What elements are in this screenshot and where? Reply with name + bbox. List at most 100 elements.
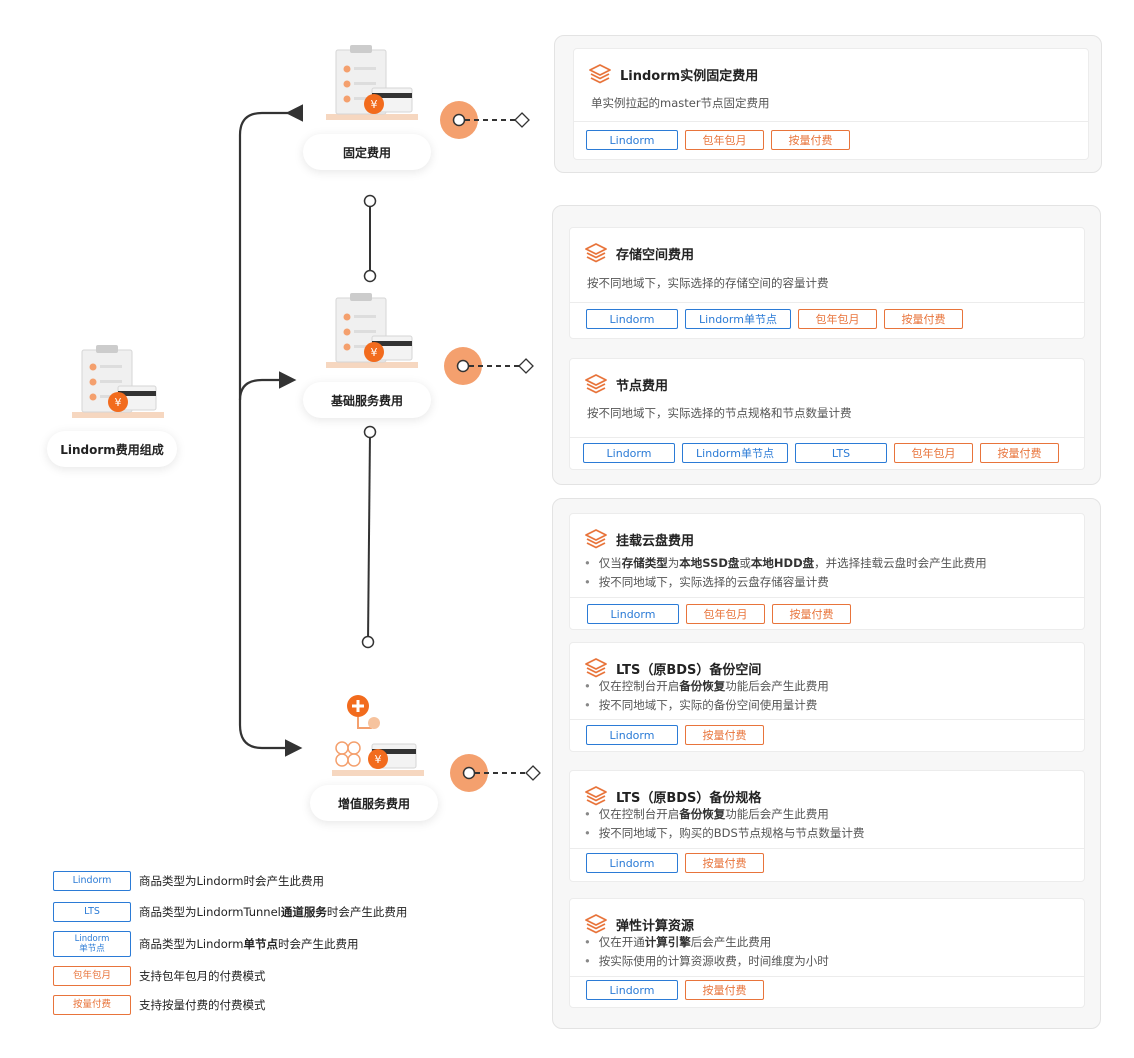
layers-icon <box>584 242 608 264</box>
bullet-item: •仅在开通计算引擎后会产生此费用 <box>584 933 829 952</box>
category-node-basic: 基础服务费用 <box>303 382 431 418</box>
legend-text-part: 支持包年包月的付费模式 <box>139 969 266 983</box>
tag-orange: 按量付费 <box>772 604 851 624</box>
card-title: 存储空间费用 <box>616 247 695 263</box>
billing-illustration-root: ¥ <box>68 342 168 426</box>
bullet-text: 按不同地域下，实际的备份空间使用量计费 <box>598 698 818 712</box>
tag-blue: Lindorm <box>583 443 675 463</box>
tag-blue: Lindorm <box>586 309 678 329</box>
category-node-value-added: 增值服务费用 <box>310 785 438 821</box>
fee-group-fixed: Lindorm实例固定费用 单实例拉起的master节点固定费用 Lindorm… <box>554 35 1102 173</box>
bullet-text: 后会产生此费用 <box>690 935 772 949</box>
card-divider <box>570 597 1084 598</box>
card-description: 按不同地域下，实际选择的节点规格和节点数量计费 <box>587 406 852 420</box>
layers-icon <box>588 63 612 85</box>
bullet-text: 按不同地域下，购买的BDS节点规格与节点数量计费 <box>598 826 865 840</box>
card-divider <box>574 121 1088 122</box>
bullet-text: 仅在控制台开启 <box>598 807 680 821</box>
layers-icon <box>584 528 608 550</box>
bullet-item: •仅在控制台开启备份恢复功能后会产生此费用 <box>584 677 829 696</box>
tag-orange: 按量付费 <box>685 980 764 1000</box>
tag-orange: 按量付费 <box>771 130 850 150</box>
card-title: 挂载云盘费用 <box>616 533 695 549</box>
bullet-dot: • <box>584 954 591 968</box>
bullet-dot: • <box>584 575 591 589</box>
svg-text:¥: ¥ <box>371 98 378 111</box>
bullet-item: •仅当存储类型为本地SSD盘或本地HDD盘，并选择挂载云盘时会产生此费用 <box>584 554 987 573</box>
bullet-text: 本地SSD盘 <box>679 556 740 570</box>
bullet-text: 本地HDD盘 <box>750 556 815 570</box>
bullet-dot: • <box>584 556 591 570</box>
svg-text:¥: ¥ <box>115 396 122 409</box>
branch-arrow-basic <box>238 371 297 401</box>
branch-arrow-fixed <box>238 111 303 757</box>
legend-description: 商品类型为Lindorm时会产生此费用 <box>139 873 324 889</box>
bullet-item: •按不同地域下，实际选择的云盘存储容量计费 <box>584 573 987 592</box>
legend-description: 支持按量付费的付费模式 <box>139 997 266 1013</box>
bullet-dot: • <box>584 698 591 712</box>
legend-text-part: 商品类型为Lindorm <box>139 937 244 951</box>
legend-text-part: 商品类型为Lindorm时会产生此费用 <box>139 874 324 888</box>
root-node-label: Lindorm费用组成 <box>60 442 164 457</box>
layers-icon <box>584 785 608 807</box>
category-label: 增值服务费用 <box>337 796 410 811</box>
tag-orange: 按量付费 <box>980 443 1059 463</box>
card-bullets: •仅在控制台开启备份恢复功能后会产生此费用 • 按不同地域下，实际的备份空间使用量计… <box>584 677 829 715</box>
bullet-text: 存储类型 <box>621 556 668 570</box>
legend-item: 包年包月支持包年包月的付费模式 <box>53 966 266 986</box>
legend-text-part: 支持按量付费的付费模式 <box>139 998 266 1012</box>
bullet-dot: • <box>584 826 591 840</box>
svg-text:¥: ¥ <box>375 753 382 766</box>
dashed-connector-value-added <box>450 754 541 792</box>
card-divider <box>570 848 1084 849</box>
bullet-text: 备份恢复 <box>679 679 726 693</box>
bullet-text: 功能后会产生此费用 <box>725 807 829 821</box>
card-description: 单实例拉起的master节点固定费用 <box>591 96 770 110</box>
card-bullets: •仅在控制台开启备份恢复功能后会产生此费用•按不同地域下，购买的BDS节点规格与… <box>584 805 864 843</box>
card-divider <box>570 976 1084 977</box>
bullet-text: 备份恢复 <box>679 807 726 821</box>
legend-tag: 按量付费 <box>53 995 131 1015</box>
card-title: Lindorm实例固定费用 <box>620 68 759 84</box>
legend-text-part: 商品类型为LindormTunnel <box>139 905 281 919</box>
tag-orange: 包年包月 <box>894 443 973 463</box>
legend-description: 商品类型为Lindorm单节点时会产生此费用 <box>139 936 358 952</box>
tag-orange: 包年包月 <box>685 130 764 150</box>
value-added-illustration: ¥ <box>328 692 428 782</box>
fee-card: 弹性计算资源 •仅在开通计算引擎后会产生此费用•按实际使用的计算资源收费，时间维… <box>569 898 1085 1008</box>
root-node: Lindorm费用组成 <box>47 431 177 467</box>
fee-card: LTS（原BDS）备份空间 •仅在控制台开启备份恢复功能后会产生此费用•按不同地… <box>569 642 1085 752</box>
svg-text:¥: ¥ <box>371 346 378 359</box>
tag-blue: Lindorm <box>586 980 678 1000</box>
legend-text-part: 通道服务 <box>280 905 327 919</box>
card-divider <box>570 719 1084 720</box>
tag-orange: 按量付费 <box>884 309 963 329</box>
bullet-text: 仅在开通 <box>598 935 645 949</box>
card-divider <box>570 437 1084 438</box>
tag-list: Lindorm 按量付费 <box>586 725 764 745</box>
card-title: 节点费用 <box>616 378 669 394</box>
vertical-link-2 <box>367 431 371 643</box>
legend-tag: Lindorm <box>53 871 131 891</box>
legend-item: 按量付费支持按量付费的付费模式 <box>53 995 266 1015</box>
fee-card: LTS（原BDS）备份规格 •仅在控制台开启备份恢复功能后会产生此费用•按不同地… <box>569 770 1085 882</box>
card-title: LTS（原BDS）备份规格 <box>616 790 762 806</box>
tag-list: Lindorm 按量付费 <box>586 980 764 1000</box>
bullet-item: • 按不同地域下，实际的备份空间使用量计费 <box>584 696 829 715</box>
tag-blue: Lindorm <box>586 130 678 150</box>
legend-tag: 包年包月 <box>53 966 131 986</box>
category-label: 固定费用 <box>342 145 391 160</box>
category-node-fixed: 固定费用 <box>303 134 431 170</box>
tag-orange: 按量付费 <box>685 725 764 745</box>
layers-icon <box>584 657 608 679</box>
tag-blue: Lindorm <box>586 725 678 745</box>
link-end-circle <box>363 194 377 208</box>
fee-group-value-added: 挂载云盘费用 •仅当存储类型为本地SSD盘或本地HDD盘，并选择挂载云盘时会产生… <box>552 498 1101 1029</box>
legend-text-part: 单节点 <box>243 937 278 951</box>
legend-tag: LTS <box>53 902 131 922</box>
